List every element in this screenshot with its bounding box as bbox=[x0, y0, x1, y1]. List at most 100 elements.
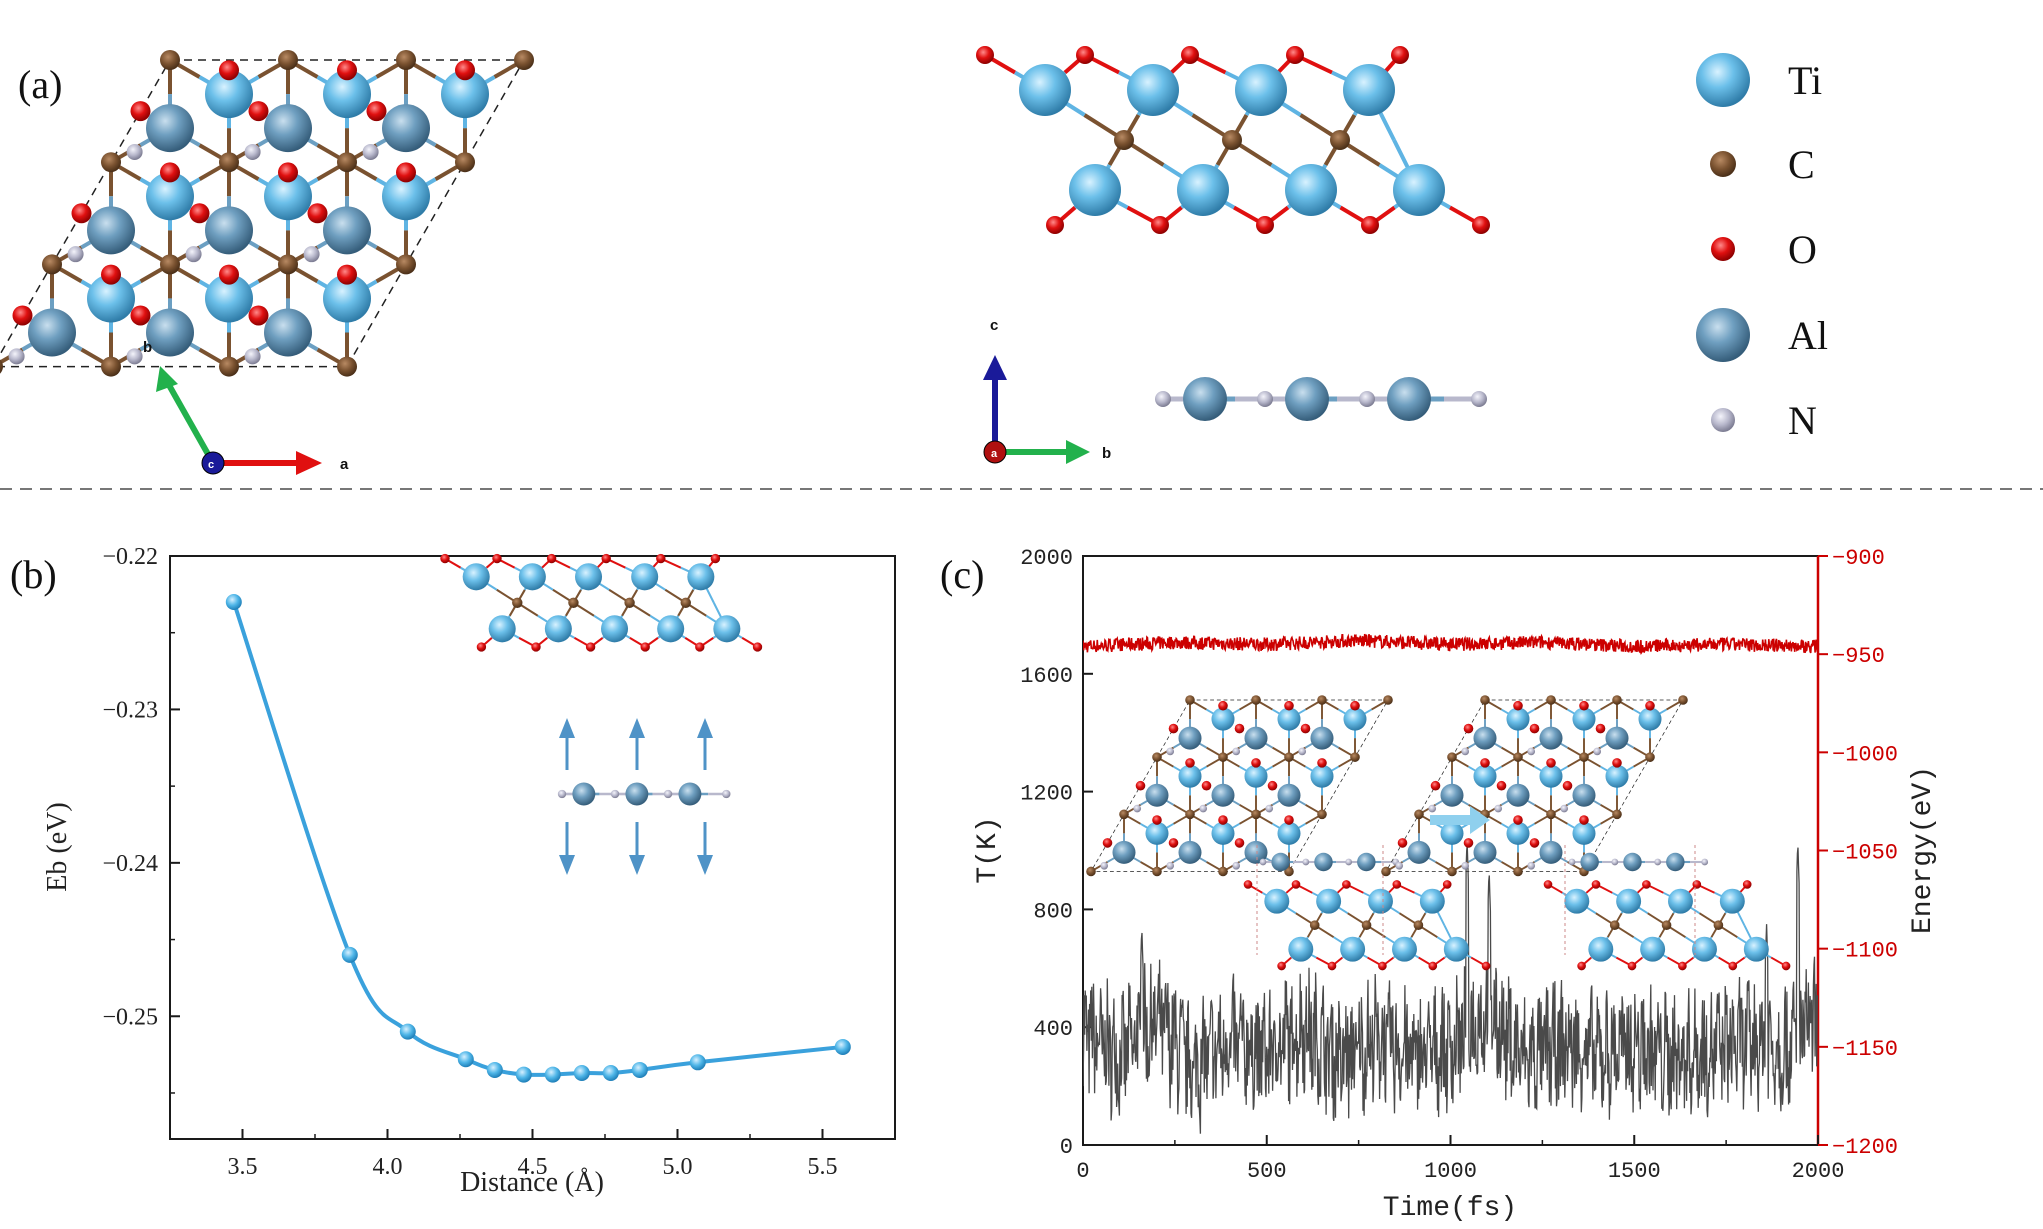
o-atom bbox=[1472, 216, 1490, 234]
ti-atom bbox=[1440, 821, 1464, 845]
o-atom bbox=[455, 60, 475, 81]
ti-atom bbox=[1605, 764, 1629, 788]
o-atom bbox=[1152, 815, 1162, 825]
o-atom bbox=[1284, 700, 1294, 711]
c-atom bbox=[1414, 809, 1424, 820]
legend-item-ti: Ti bbox=[1696, 53, 1822, 107]
x-tick-label: 2000 bbox=[1792, 1159, 1845, 1184]
a-axis-dot bbox=[983, 440, 1007, 464]
panel-a-label: (a) bbox=[18, 62, 62, 107]
al-atom bbox=[323, 206, 371, 255]
panel-a: (a) b a c c b a bbox=[0, 46, 1828, 475]
n-atom bbox=[185, 246, 202, 263]
x-axis-title-b: Distance (Å) bbox=[460, 1167, 604, 1198]
al-atom bbox=[1277, 783, 1301, 807]
o-atom bbox=[1201, 780, 1212, 791]
o-atom bbox=[1284, 815, 1294, 825]
legend-item-o: O bbox=[1711, 227, 1817, 272]
ti-atom bbox=[1368, 888, 1393, 914]
c-atom bbox=[1546, 809, 1556, 820]
o-atom bbox=[1256, 216, 1274, 234]
n-atom bbox=[1345, 858, 1353, 866]
c-atom bbox=[512, 597, 523, 608]
arrowhead bbox=[629, 855, 645, 875]
x-tick-label: 5.5 bbox=[808, 1154, 838, 1180]
n-atom bbox=[244, 348, 261, 365]
y-axis-title-left-c: T(K) bbox=[973, 816, 1004, 883]
ti-atom bbox=[1235, 64, 1287, 116]
ti-atom bbox=[441, 70, 489, 119]
inset-structure-final bbox=[1381, 695, 1791, 971]
ti-atom bbox=[146, 172, 194, 221]
y-tick-label-right: −950 bbox=[1832, 644, 1885, 669]
o-sphere-icon bbox=[1711, 237, 1735, 261]
o-atom bbox=[1102, 838, 1113, 848]
x-tick-label: 5.0 bbox=[663, 1154, 693, 1180]
o-atom bbox=[1577, 961, 1586, 971]
al-atom bbox=[1285, 377, 1329, 421]
n-atom bbox=[1302, 858, 1310, 866]
al-atom bbox=[1211, 783, 1235, 807]
y-tick-label-right: −1050 bbox=[1832, 841, 1898, 866]
ti-atom bbox=[687, 563, 715, 591]
o-atom bbox=[976, 46, 994, 64]
data-point bbox=[225, 594, 242, 611]
x-tick-label: 3.5 bbox=[228, 1154, 258, 1180]
al-atom bbox=[1440, 783, 1464, 807]
al-atom bbox=[1407, 840, 1431, 864]
n-sphere-icon bbox=[1711, 408, 1735, 432]
ti-atom bbox=[518, 563, 546, 591]
y-tick-label-left: 800 bbox=[1033, 899, 1073, 924]
ti-atom bbox=[1343, 707, 1367, 731]
legend-label-c: C bbox=[1788, 142, 1815, 187]
al-atom bbox=[1506, 783, 1530, 807]
x-tick-label: 4.5 bbox=[518, 1154, 548, 1180]
al-atom bbox=[1572, 783, 1596, 807]
arrow-right-icon bbox=[1430, 815, 1470, 825]
al-atom bbox=[1145, 783, 1169, 807]
n-atom bbox=[1560, 804, 1569, 813]
n-atom bbox=[1155, 391, 1171, 407]
c-atom bbox=[1678, 695, 1688, 705]
o-atom bbox=[1277, 961, 1286, 971]
ti-atom bbox=[1392, 936, 1417, 962]
o-atom bbox=[1692, 880, 1702, 889]
y-tick-label: −0.22 bbox=[102, 544, 158, 570]
data-point bbox=[631, 1061, 648, 1078]
c-atom bbox=[455, 152, 475, 173]
o-atom bbox=[1076, 46, 1094, 64]
ti-atom bbox=[1506, 821, 1530, 845]
data-point bbox=[399, 1023, 416, 1040]
legend-item-al: Al bbox=[1696, 308, 1828, 362]
ti-atom bbox=[1343, 64, 1395, 116]
n-atom bbox=[1359, 391, 1375, 407]
al-atom bbox=[1178, 840, 1202, 864]
o-atom bbox=[1513, 700, 1523, 711]
legend-label-ti: Ti bbox=[1788, 58, 1822, 103]
y-tick-label-left: 1200 bbox=[1020, 782, 1073, 807]
n-atom bbox=[1265, 804, 1274, 813]
c-atom bbox=[1645, 752, 1655, 762]
c-atom bbox=[1185, 809, 1195, 820]
c-atom bbox=[160, 50, 180, 70]
ti-atom bbox=[1177, 164, 1229, 216]
legend-item-n: N bbox=[1711, 398, 1817, 443]
ti-atom bbox=[87, 274, 135, 323]
ti-atom bbox=[1564, 888, 1590, 914]
o-atom bbox=[130, 305, 151, 326]
al-atom bbox=[1183, 377, 1227, 421]
o-atom bbox=[640, 642, 650, 652]
y-axis-title-b: Eb (eV) bbox=[42, 802, 73, 891]
n-atom bbox=[244, 143, 261, 160]
b-axis-arrowhead-side bbox=[1066, 440, 1090, 464]
ti-atom bbox=[1506, 707, 1530, 731]
o-atom bbox=[1529, 723, 1540, 734]
n-atom bbox=[1701, 858, 1709, 866]
inset-structure-initial bbox=[1086, 695, 1491, 971]
c-atom bbox=[1317, 809, 1327, 820]
al-atom bbox=[1271, 852, 1290, 872]
al-atom bbox=[625, 782, 649, 806]
o-atom bbox=[337, 264, 357, 285]
o-atom bbox=[1595, 723, 1606, 734]
